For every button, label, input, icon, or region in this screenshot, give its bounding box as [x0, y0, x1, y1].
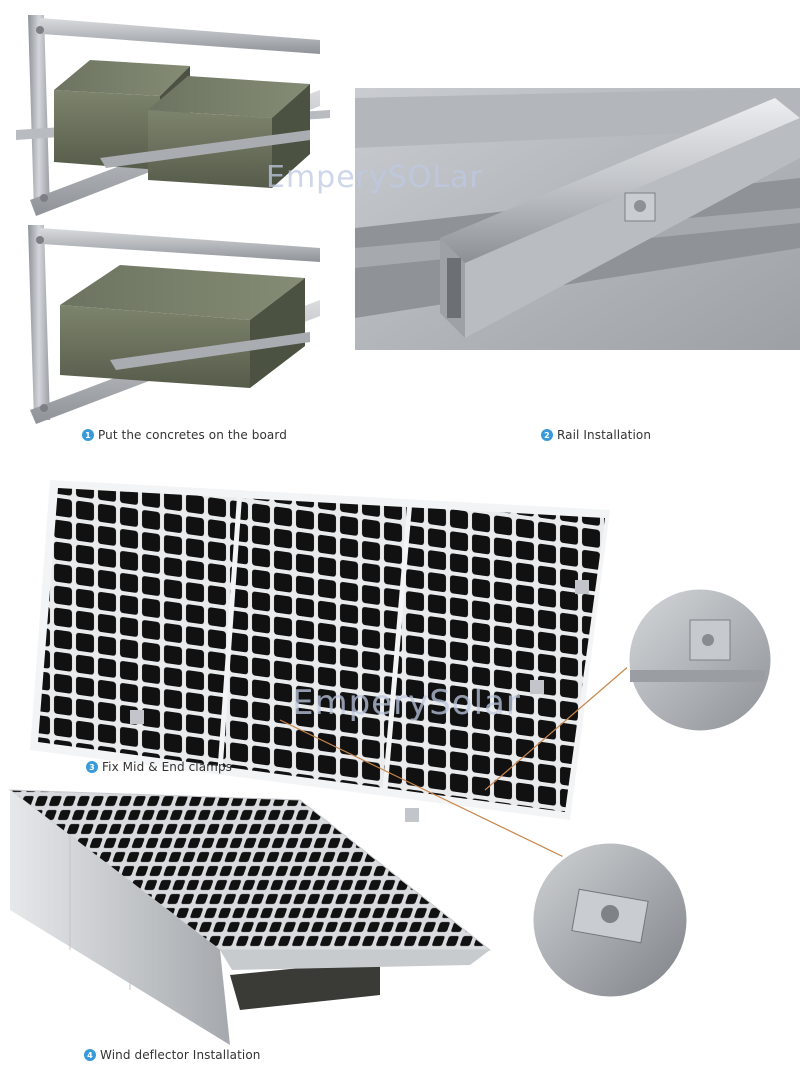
step-2-badge: 2 — [541, 429, 553, 441]
step-1-badge: 1 — [82, 429, 94, 441]
end-clamp-zoom-callout — [530, 840, 690, 1000]
rail-installation-illustration — [355, 88, 800, 350]
wind-deflector-illustration — [0, 780, 800, 1045]
step-2-caption: 2 Rail Installation — [541, 428, 651, 442]
step-2-label: Rail Installation — [557, 428, 652, 442]
step-3-label: Fix Mid & End clamps — [102, 760, 233, 774]
step-3-badge: 3 — [86, 761, 98, 773]
step-1-caption: 1 Put the concretes on the board — [82, 428, 287, 442]
step-4-caption: 4 Wind deflector Installation — [84, 1048, 260, 1062]
concrete-blocks-a — [54, 60, 310, 188]
solar-panel-array — [30, 480, 610, 822]
clamps-illustration — [30, 470, 800, 860]
panel-row-with-deflector — [8, 789, 492, 1045]
step-4-label: Wind deflector Installation — [100, 1048, 261, 1062]
aluminum-rail — [440, 98, 800, 338]
mid-clamp-zoom-callout — [484, 586, 774, 791]
step-3-caption: 3 Fix Mid & End clamps — [86, 760, 232, 774]
concrete-block-b — [60, 265, 310, 388]
concrete-on-board-illustration — [10, 10, 330, 430]
rail-clamp — [624, 192, 656, 222]
end-clamp-callout-line — [279, 719, 571, 860]
step-4-badge: 4 — [84, 1049, 96, 1061]
step-1-label: Put the concretes on the board — [98, 428, 287, 442]
